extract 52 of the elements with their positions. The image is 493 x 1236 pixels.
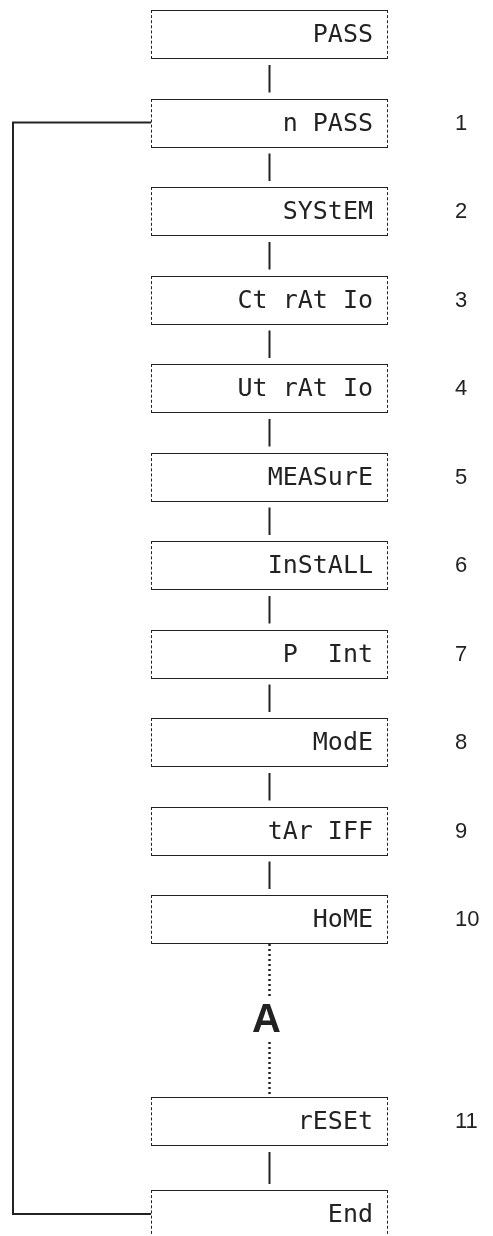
display-text: HoME — [312, 904, 373, 934]
step-number: 6 — [455, 553, 469, 577]
display-text: n PASS — [282, 107, 373, 138]
connector-line — [268, 944, 271, 998]
display-box — [151, 275, 388, 325]
display-box — [151, 452, 388, 502]
display-text: SYStEM — [282, 196, 373, 226]
display-box — [151, 629, 388, 679]
step-number: 1 — [455, 110, 469, 135]
display-box — [151, 1097, 388, 1146]
display-text: P Int — [282, 638, 373, 669]
display-text: Ct rAt Io — [237, 284, 373, 315]
display-box — [151, 10, 388, 59]
display-text: InStALL — [267, 550, 373, 580]
connector-line — [268, 329, 271, 359]
step-number: 8 — [455, 730, 469, 754]
display-text: rESEt — [297, 1106, 373, 1136]
connector-line — [268, 506, 271, 536]
step-number: 5 — [455, 464, 469, 489]
connector-line — [268, 152, 271, 182]
connector-line — [268, 241, 271, 271]
display-text: tAr IFF — [267, 815, 373, 846]
connector-line — [268, 1151, 271, 1185]
step-number: 4 — [455, 376, 469, 400]
connector-line — [268, 772, 271, 802]
connector-line — [268, 595, 271, 625]
display-box — [151, 895, 388, 944]
display-text: MEASurE — [267, 461, 373, 492]
display-box — [151, 364, 388, 413]
display-box — [151, 187, 388, 236]
connector-line — [268, 418, 271, 448]
display-text: ModE — [312, 727, 373, 757]
display-box — [151, 98, 388, 148]
display-box — [151, 718, 388, 767]
connector-line — [268, 860, 271, 890]
display-box — [151, 806, 388, 856]
step-number: 7 — [455, 641, 469, 666]
connector-line — [12, 121, 152, 1215]
step-number: 3 — [455, 287, 469, 312]
step-number: 2 — [455, 199, 469, 223]
section-letter: A — [252, 998, 281, 1038]
display-text: End — [327, 1199, 373, 1229]
display-box — [151, 1190, 388, 1236]
connector-line — [268, 683, 271, 713]
display-text: Ut rAt Io — [237, 373, 373, 403]
connector-line — [268, 1042, 271, 1097]
display-box — [151, 541, 388, 590]
step-number: 9 — [455, 818, 469, 843]
step-number: 10 — [455, 907, 481, 931]
step-number: 11 — [455, 1109, 479, 1133]
display-text: PASS — [312, 19, 373, 49]
connector-line — [268, 64, 271, 94]
